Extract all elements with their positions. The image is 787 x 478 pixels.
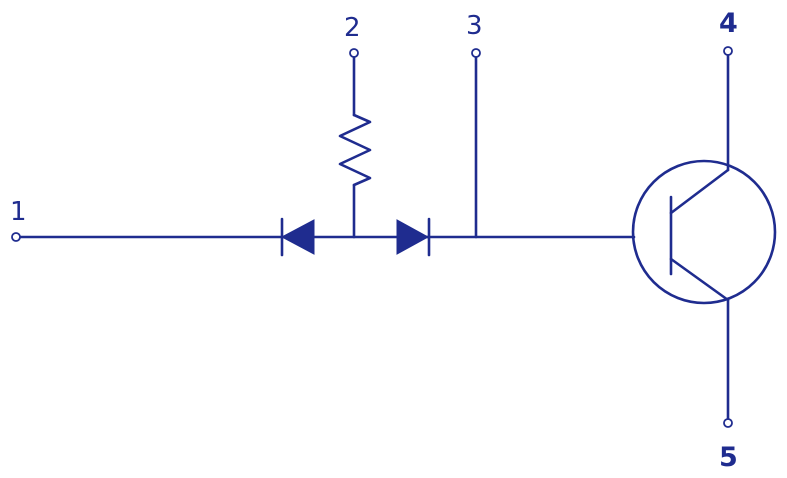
diode-2-triangle	[396, 219, 430, 255]
pin3-terminal	[471, 48, 481, 58]
transistor-circle	[631, 159, 777, 305]
pin1-terminal	[11, 232, 21, 242]
pin4-label: 4	[719, 8, 738, 39]
transistor	[631, 54, 777, 420]
diode-1-triangle	[280, 219, 315, 255]
diode-1	[280, 217, 315, 257]
resistor-zigzag	[338, 113, 372, 187]
pin5-terminal	[723, 418, 733, 428]
pin4-terminal	[723, 46, 733, 56]
diode-2	[396, 217, 431, 257]
pin2-label: 2	[344, 13, 361, 43]
pin3-label: 3	[466, 11, 483, 41]
transistor-emitter	[669, 257, 730, 302]
pin5-label: 5	[719, 442, 738, 473]
pin1-label: 1	[10, 197, 27, 227]
transistor-collector	[669, 168, 730, 215]
resistor-branch	[338, 56, 372, 239]
pin2-terminal	[349, 48, 359, 58]
